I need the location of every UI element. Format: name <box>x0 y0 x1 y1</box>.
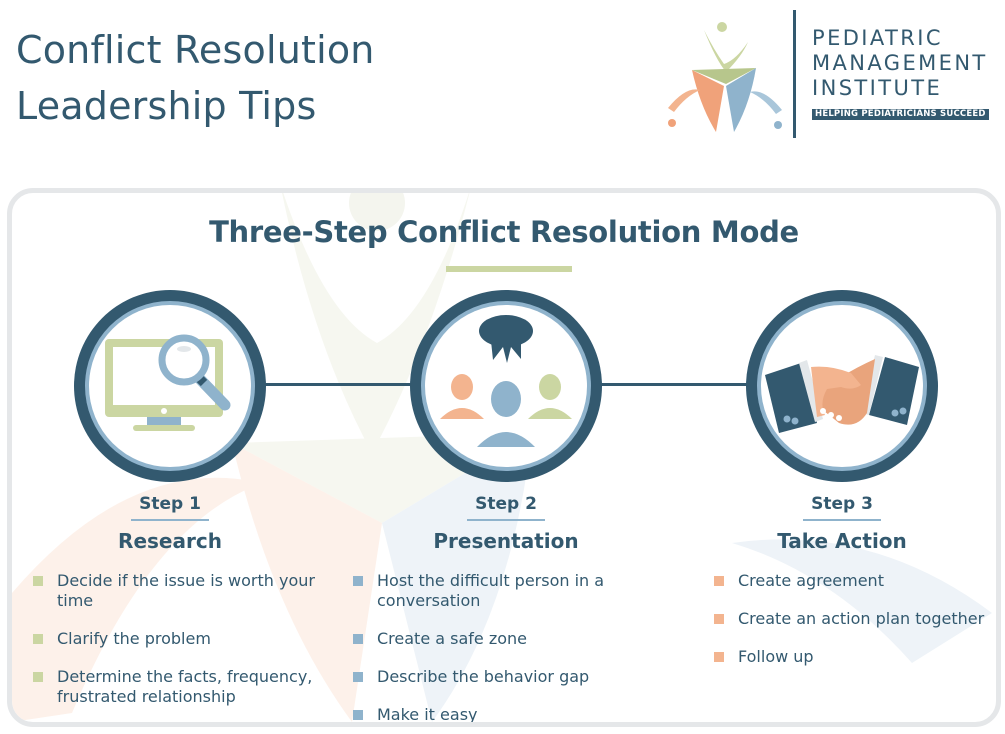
list-item: Follow up <box>714 647 994 667</box>
page-title-line-1: Conflict Resolution <box>16 28 375 72</box>
step-1-circle <box>74 290 266 482</box>
step-3-header: Step 3 Take Action <box>746 493 938 554</box>
list-item: Make it easy <box>353 705 683 722</box>
bullet-square-icon <box>33 576 43 586</box>
logo-word-3: INSTITUTE <box>812 76 943 100</box>
title-underline <box>446 266 572 272</box>
list-item: Clarify the problem <box>33 629 333 649</box>
bullet-square-icon <box>353 576 363 586</box>
step-3-rule <box>803 519 881 521</box>
group-speech-bubble-icon <box>440 315 572 447</box>
logo-divider <box>793 10 796 138</box>
logo-tagline: HELPING PEDIATRICIANS SUCCEED <box>812 109 989 120</box>
list-item: Host the difficult person in a conversat… <box>353 571 683 611</box>
step-2-name: Presentation <box>433 529 579 553</box>
step-1-label: Step 1 <box>139 494 201 514</box>
list-item: Determine the facts, frequency, frustrat… <box>33 667 313 707</box>
monitor-magnifier-icon <box>105 334 231 431</box>
logo-word-1: PEDIATRIC <box>812 26 943 50</box>
list-item: Describe the behavior gap <box>353 667 683 687</box>
step-2-bullet-list: Host the difficult person in a conversat… <box>353 571 683 722</box>
step-2-rule <box>467 519 545 521</box>
model-card: Three-Step Conflict Resolution Mode <box>7 188 1001 727</box>
logo-wordmark: PEDIATRIC MANAGEMENT INSTITUTE HELPING P… <box>812 26 989 120</box>
bullet-square-icon <box>714 652 724 662</box>
step-2-header: Step 2 Presentation <box>410 493 602 554</box>
step-3-label: Step 3 <box>811 494 873 514</box>
three-figures-star-logo-icon <box>668 22 782 132</box>
handshake-icon <box>765 355 919 433</box>
bullet-square-icon <box>353 710 363 720</box>
bullet-square-icon <box>353 672 363 682</box>
model-title: Three-Step Conflict Resolution Mode <box>209 215 799 249</box>
bullet-square-icon <box>353 634 363 644</box>
step-3-circle <box>746 290 938 482</box>
step-3-bullet-list: Create agreement Create an action plan t… <box>714 571 994 685</box>
list-item: Decide if the issue is worth your time <box>33 571 333 611</box>
step-3-name: Take Action <box>777 529 907 553</box>
step-1-bullet-list: Decide if the issue is worth your time C… <box>33 571 333 722</box>
connector-1-2 <box>262 383 422 386</box>
list-item: Create agreement <box>714 571 994 591</box>
bullet-square-icon <box>33 634 43 644</box>
step-2-label: Step 2 <box>475 494 537 514</box>
connector-2-3 <box>598 383 758 386</box>
step-1-name: Research <box>118 529 222 553</box>
organization-logo: PEDIATRIC MANAGEMENT INSTITUTE HELPING P… <box>664 8 1004 140</box>
bullet-square-icon <box>714 614 724 624</box>
bullet-square-icon <box>714 576 724 586</box>
page-title-line-2: Leadership Tips <box>16 84 317 128</box>
step-1-rule <box>131 519 209 521</box>
logo-word-2: MANAGEMENT <box>812 51 988 75</box>
list-item: Create an action plan together <box>714 609 994 629</box>
page-title: Conflict Resolution Leadership Tips <box>16 22 375 134</box>
step-2-circle <box>410 290 602 482</box>
bullet-square-icon <box>33 672 43 682</box>
step-1-header: Step 1 Research <box>74 493 266 554</box>
list-item: Create a safe zone <box>353 629 683 649</box>
